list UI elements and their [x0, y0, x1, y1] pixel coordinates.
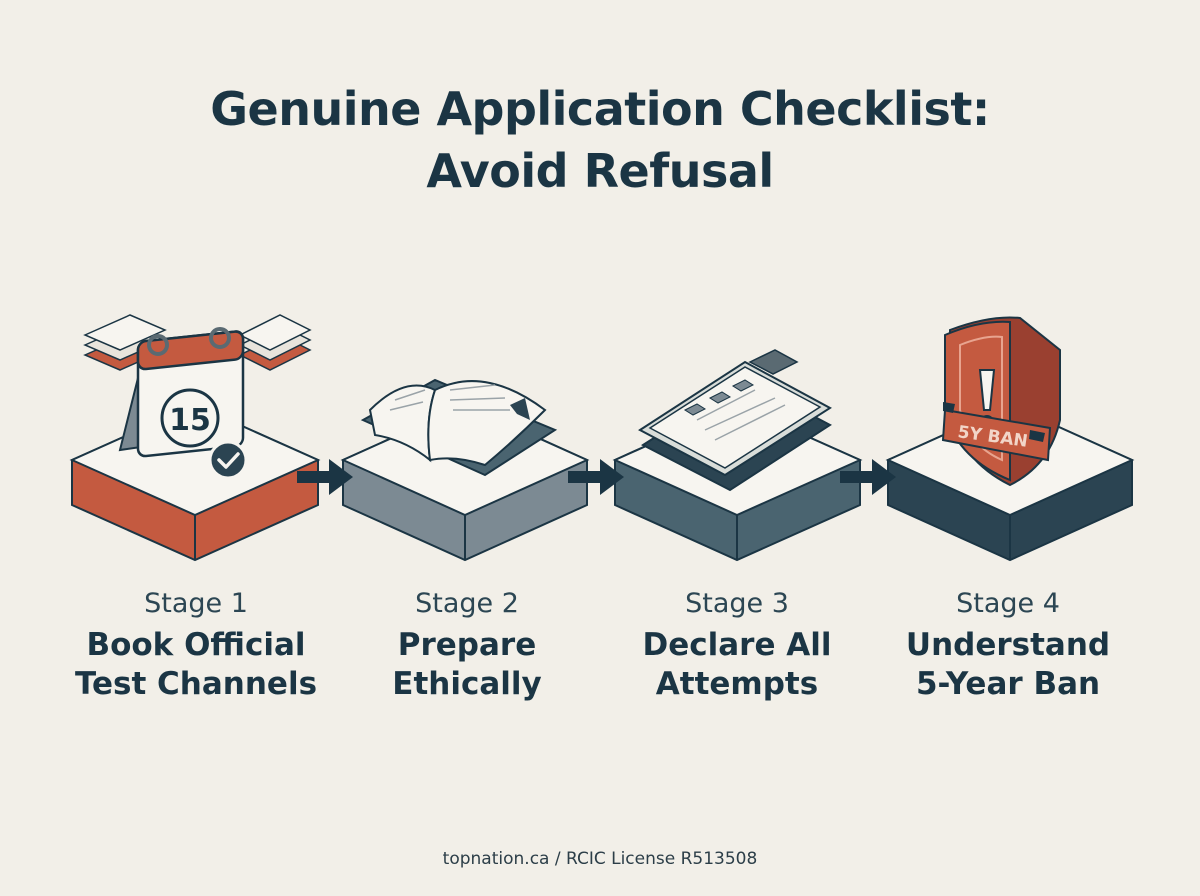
stage-1-label: Stage 1 [144, 588, 248, 619]
stage-3-illustration [612, 349, 863, 562]
stage-4-illustration: 5Y BAN [885, 316, 1135, 562]
warning-shield-icon: 5Y BAN [941, 316, 1061, 487]
title-line-1: Genuine Application Checklist: [210, 82, 990, 136]
stage-2-heading-line-1: Prepare [397, 627, 537, 663]
stage-1-heading-line-1: Book Official [86, 627, 306, 663]
stage-2-heading: Prepare Ethically [307, 626, 627, 704]
stage-2-label: Stage 2 [415, 588, 519, 619]
stage-3-label: Stage 3 [685, 588, 789, 619]
arrow-stage-2-to-3 [568, 459, 624, 495]
stage-3-heading: Declare All Attempts [577, 626, 897, 704]
small-calendar-stack-right [238, 314, 312, 371]
stage-1-illustration: 15 [69, 314, 321, 562]
page-title: Genuine Application Checklist: Avoid Ref… [0, 78, 1200, 202]
stage-1-heading-line-2: Test Channels [74, 666, 318, 702]
arrow-stage-3-to-4 [840, 459, 896, 495]
footer-credit: topnation.ca / RCIC License R513508 [442, 849, 758, 869]
stage-4-heading-line-1: Understand [905, 627, 1111, 663]
arrow-stage-1-to-2 [297, 459, 353, 495]
stage-3-heading-line-2: Attempts [655, 666, 819, 702]
stage-4-heading: Understand 5-Year Ban [848, 626, 1168, 704]
stage-4-heading-line-2: 5-Year Ban [915, 666, 1101, 702]
stage-2-heading-line-2: Ethically [392, 666, 542, 702]
stage-3-heading-line-1: Declare All [642, 627, 832, 663]
open-book-icon [360, 378, 558, 477]
clipboard-checklist-icon [638, 349, 832, 492]
title-line-2: Avoid Refusal [426, 144, 774, 198]
stage-2-illustration [340, 378, 590, 562]
stage-1-heading: Book Official Test Channels [36, 626, 356, 704]
calendar-icon: 15 [118, 327, 248, 480]
stage-4-label: Stage 4 [956, 588, 1060, 619]
calendar-day-number: 15 [169, 403, 211, 438]
